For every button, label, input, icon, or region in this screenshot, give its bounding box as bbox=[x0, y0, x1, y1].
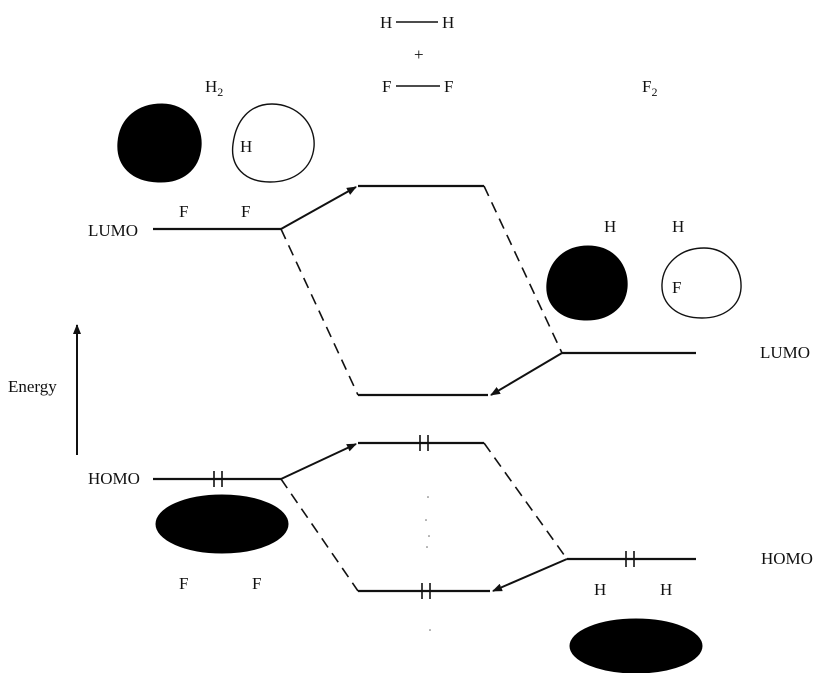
left-homo-label: HOMO bbox=[88, 469, 140, 488]
upper-homo-mo-dashed-right bbox=[483, 442, 568, 560]
lobe-filled bbox=[546, 245, 628, 321]
right-molecule-title: F2 bbox=[642, 77, 657, 99]
reaction-f-right: F bbox=[444, 77, 453, 96]
lobe-empty bbox=[661, 247, 742, 319]
right-orbital-label: F bbox=[672, 278, 681, 297]
upper-homo-mo-electrons bbox=[419, 435, 429, 451]
reaction-h-right: H bbox=[442, 13, 454, 32]
right-homo-orbital bbox=[569, 618, 703, 673]
scan-specks bbox=[425, 496, 431, 631]
energy-axis: Energy bbox=[8, 324, 81, 455]
lobe-empty bbox=[231, 103, 315, 183]
left-orbital-label: H bbox=[240, 137, 252, 156]
reaction-f-left: F bbox=[382, 77, 391, 96]
lower-mo-dashed-left bbox=[280, 228, 359, 396]
reaction-header: H H + F F bbox=[380, 13, 454, 96]
lower-homo-mo-dashed-left bbox=[280, 478, 359, 592]
left-molecule-title: H2 bbox=[205, 77, 223, 99]
right-homo-atom-1: H bbox=[594, 580, 606, 599]
lower-homo-mo-electrons bbox=[421, 583, 431, 599]
left-lumo-label: LUMO bbox=[88, 221, 138, 240]
reaction-h-left: H bbox=[380, 13, 392, 32]
left-lumo-atom-1: F bbox=[179, 202, 188, 221]
right-lumo-orbital: F bbox=[546, 245, 742, 321]
right-homo-to-lower-arrow bbox=[492, 558, 568, 592]
upper-mo-dashed-right bbox=[483, 185, 563, 354]
right-homo-electrons bbox=[625, 551, 635, 567]
right-homo-atom-2: H bbox=[660, 580, 672, 599]
reaction-plus: + bbox=[414, 45, 424, 64]
left-homo-to-upper-arrow bbox=[280, 443, 357, 480]
left-homo-atom-1: F bbox=[179, 574, 188, 593]
left-homo-orbital bbox=[155, 494, 289, 554]
lobe-filled bbox=[117, 103, 202, 183]
left-lumo-atom-2: F bbox=[241, 202, 250, 221]
right-lumo-to-lower-arrow bbox=[490, 352, 563, 396]
right-lumo-atom-2: H bbox=[672, 217, 684, 236]
right-lumo-atom-1: H bbox=[604, 217, 616, 236]
left-homo-electrons bbox=[213, 471, 223, 487]
energy-axis-label: Energy bbox=[8, 377, 57, 396]
right-homo-label: HOMO bbox=[761, 549, 813, 568]
left-homo-atom-2: F bbox=[252, 574, 261, 593]
right-lumo-label: LUMO bbox=[760, 343, 810, 362]
left-lumo-orbital: H bbox=[117, 103, 315, 183]
lumo-to-upper-arrow bbox=[280, 186, 357, 230]
